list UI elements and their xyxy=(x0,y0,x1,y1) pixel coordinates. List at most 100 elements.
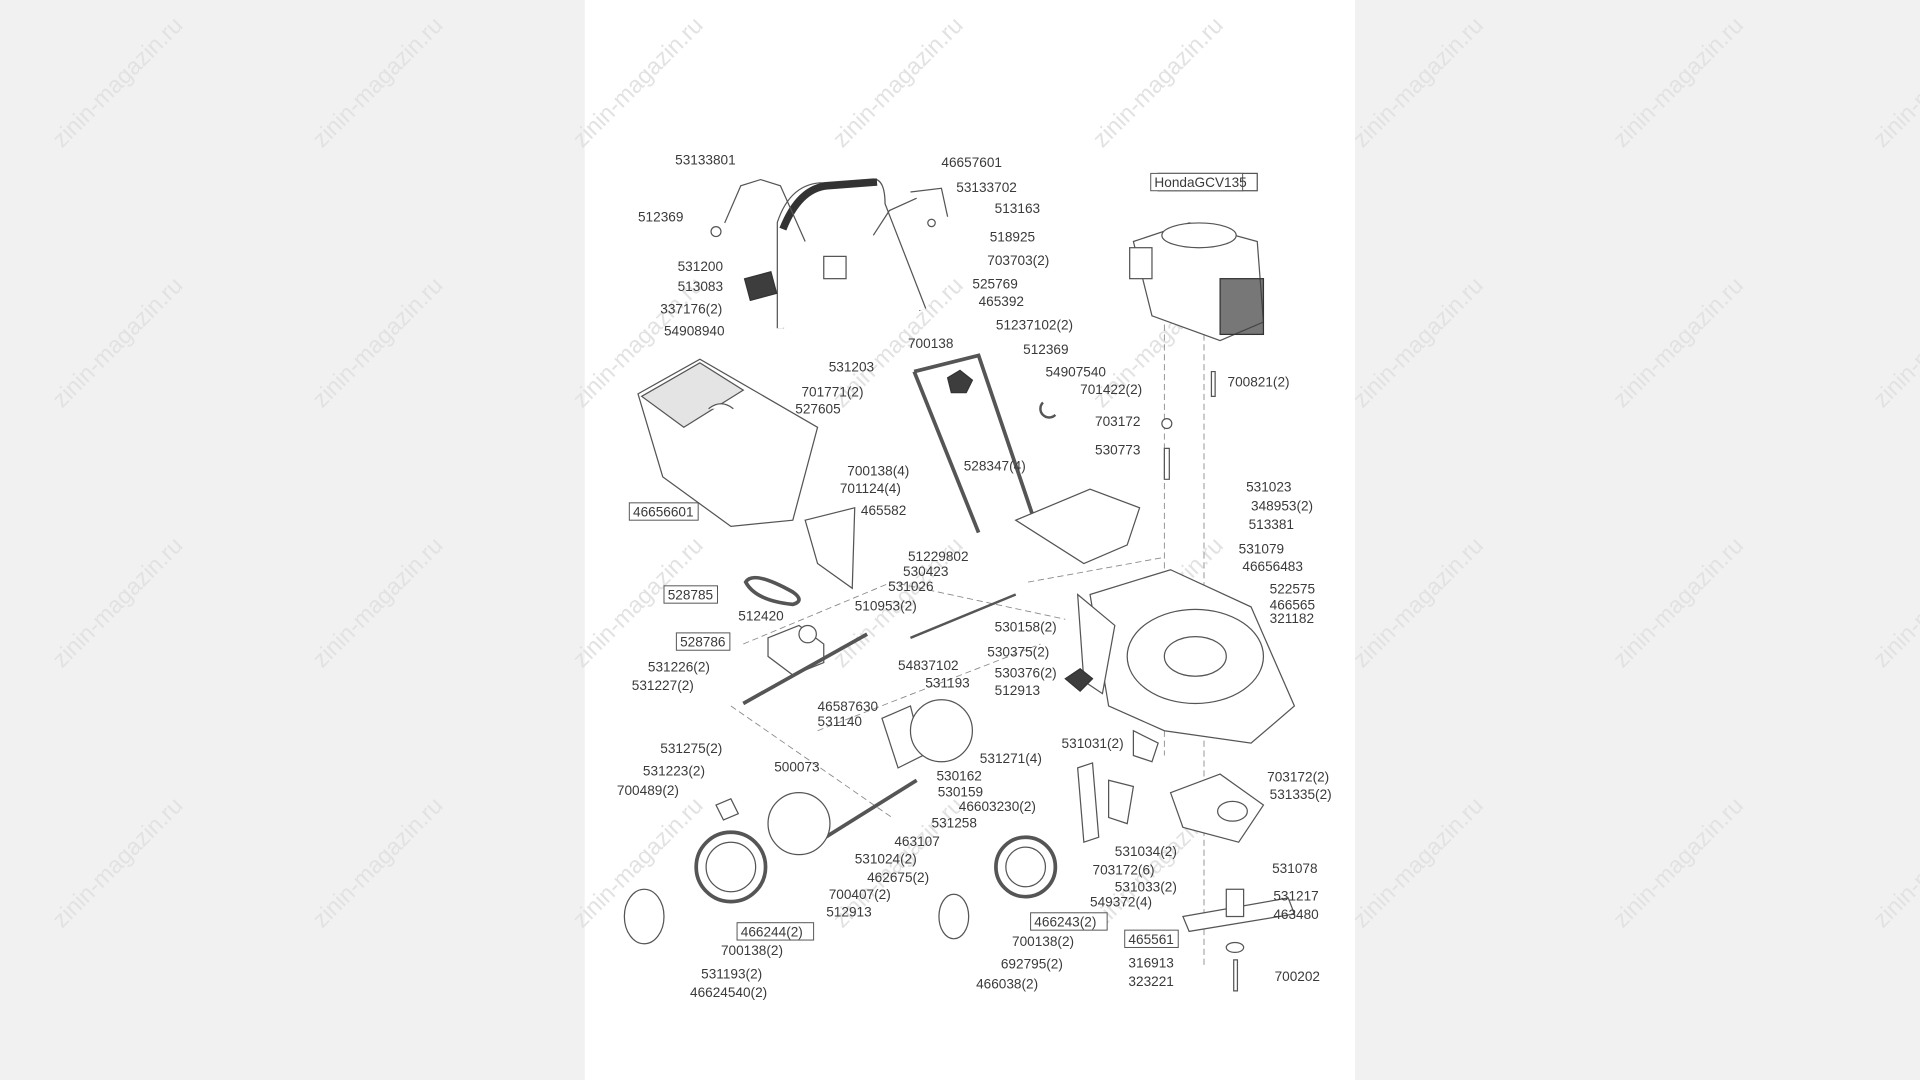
part-number: 703172(6) xyxy=(1093,862,1155,877)
part-number: 465392 xyxy=(979,294,1024,309)
part-number: 530162 xyxy=(936,768,981,783)
part-number: 518925 xyxy=(990,230,1035,245)
watermark-text: zinin-magazin.ru xyxy=(307,272,447,412)
part-label: 531078 xyxy=(1272,861,1317,876)
label-box xyxy=(1150,172,1244,192)
part-label: 348953(2) xyxy=(1251,498,1313,513)
part-label: 531223(2) xyxy=(643,763,705,778)
part-number: 323221 xyxy=(1128,974,1173,989)
part-label: 53133702 xyxy=(956,180,1017,195)
part-label: 700138(2) xyxy=(721,943,783,958)
part-number: 531203 xyxy=(829,360,874,375)
part-label: 700407(2) xyxy=(829,887,891,902)
part-number: 700821(2) xyxy=(1228,374,1290,389)
part-number: 46657601 xyxy=(941,155,1002,170)
engine-illustration xyxy=(1129,222,1265,342)
part-label: 701771(2) xyxy=(801,384,863,399)
watermark-text: zinin-magazin.ru xyxy=(47,12,187,152)
watermark-text: zinin-magazin.ru xyxy=(1868,532,1920,672)
handle-grip xyxy=(779,178,878,231)
part-label: 530773 xyxy=(1095,443,1140,458)
part-label: 513083 xyxy=(678,279,723,294)
part-label: 530376(2) xyxy=(995,665,1057,680)
part-label: 700489(2) xyxy=(617,783,679,798)
part-label: 692795(2) xyxy=(1001,957,1063,972)
rear-disc xyxy=(909,699,974,763)
part-number: 512369 xyxy=(638,210,683,225)
part-label: 531227(2) xyxy=(632,678,694,693)
part-number: 466244(2) xyxy=(741,924,803,939)
part-number: 51229802 xyxy=(908,549,969,564)
part-number: 530159 xyxy=(938,784,983,799)
part-number: 531034(2) xyxy=(1115,844,1177,859)
part-number: 53133801 xyxy=(675,153,736,168)
part-label: 531033(2) xyxy=(1115,880,1177,895)
part-number: 512913 xyxy=(826,905,871,920)
watermark-text: zinin-magazin.ru xyxy=(47,792,187,932)
part-label: 54837102 xyxy=(898,658,959,673)
part-label: 321182 xyxy=(1270,611,1314,626)
part-label: 531217 xyxy=(1273,888,1318,903)
part-number: 703703(2) xyxy=(987,253,1049,268)
part-label: 512420 xyxy=(738,609,784,624)
part-number: 463480 xyxy=(1273,907,1319,922)
part-number: 531226(2) xyxy=(648,659,710,674)
part-number: 700407(2) xyxy=(829,887,891,902)
part-label: 46587630 xyxy=(818,699,879,714)
part-label: 530159 xyxy=(938,784,983,799)
part-number: 692795(2) xyxy=(1001,957,1063,972)
part-number: 54837102 xyxy=(898,658,959,673)
part-label: 531335(2) xyxy=(1270,787,1332,802)
part-number: 531200 xyxy=(678,259,724,274)
part-number: 316913 xyxy=(1128,955,1173,970)
part-number: 527605 xyxy=(795,402,840,417)
part-label: 531271(4) xyxy=(980,751,1042,766)
part-label-boxed: 528786 xyxy=(675,632,731,651)
part-label: 462675(2) xyxy=(867,870,929,885)
part-label: 531200 xyxy=(678,259,724,274)
part-number: 700138(2) xyxy=(721,943,783,958)
part-label: 531140 xyxy=(818,714,863,729)
part-number: 700138 xyxy=(908,336,953,351)
watermark-text: zinin-magazin.ru xyxy=(307,12,447,152)
part-number: 528347(4) xyxy=(964,459,1026,474)
part-number: 463107 xyxy=(894,834,939,849)
part-number: 462675(2) xyxy=(867,870,929,885)
part-label: 531026 xyxy=(888,579,933,594)
part-label: 531023 xyxy=(1246,480,1291,495)
watermark-text: zinin-magazin.ru xyxy=(47,272,187,412)
part-label: 513381 xyxy=(1249,517,1294,532)
part-number: 530773 xyxy=(1095,443,1140,458)
label-box xyxy=(1030,912,1108,931)
part-number: 703172(2) xyxy=(1267,770,1329,785)
watermark-text: zinin-magazin.ru xyxy=(47,532,187,672)
part-number: 531193(2) xyxy=(701,966,762,981)
part-number: 46656483 xyxy=(1242,559,1303,574)
label-box xyxy=(736,922,815,941)
rear-hubcap xyxy=(623,888,665,945)
part-label: 527605 xyxy=(795,402,840,417)
part-label: 465582 xyxy=(861,503,906,518)
part-label: 512913 xyxy=(826,905,871,920)
part-number: 531031(2) xyxy=(1062,736,1124,751)
part-number: 700138(4) xyxy=(847,464,909,479)
part-number: 46656601 xyxy=(633,504,694,519)
part-number: 46603230(2) xyxy=(959,799,1036,814)
part-label: 531275(2) xyxy=(660,741,722,756)
part-label: 531258 xyxy=(932,815,977,830)
part-label: 531226(2) xyxy=(648,659,710,674)
part-label: 531034(2) xyxy=(1115,844,1177,859)
watermark-text: zinin-magazin.ru xyxy=(1608,12,1748,152)
part-label: 530162 xyxy=(936,768,981,783)
part-number: 512913 xyxy=(995,683,1040,698)
part-label: 463480 xyxy=(1273,907,1319,922)
part-label: 703172 xyxy=(1095,414,1140,429)
part-label: 531193(2) xyxy=(701,966,762,981)
part-number: 531227(2) xyxy=(632,678,694,693)
part-label: 54908940 xyxy=(664,324,725,339)
part-number: 348953(2) xyxy=(1251,498,1313,513)
part-number: 531140 xyxy=(818,714,863,729)
watermark-text: zinin-magazin.ru xyxy=(1608,272,1748,412)
part-number: 54908940 xyxy=(664,324,725,339)
